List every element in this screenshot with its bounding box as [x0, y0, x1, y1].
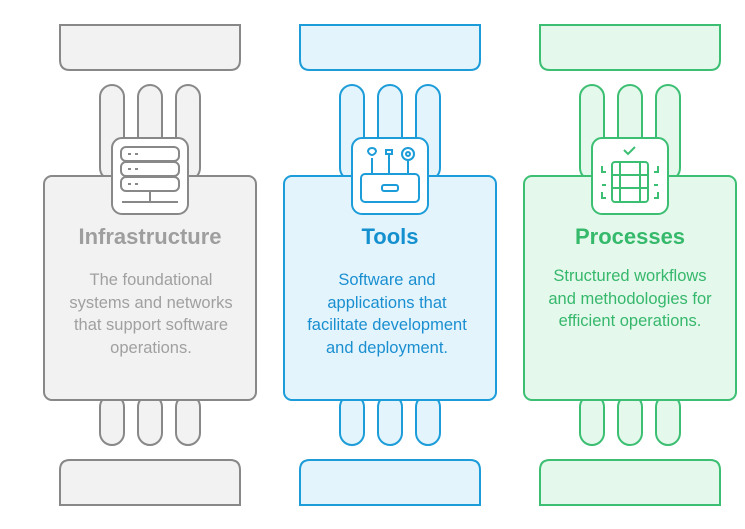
pillar-base	[539, 459, 721, 506]
pillar-flute	[579, 394, 605, 446]
pillar-description-processes: Structured workflows and methodologies f…	[548, 267, 712, 330]
toolbox-icon	[360, 147, 420, 203]
workflow-checklist-icon	[601, 146, 659, 203]
pillar-base	[299, 459, 481, 506]
pillar-flute	[339, 394, 365, 446]
icon-frame	[351, 137, 429, 215]
pillar-capital	[59, 24, 241, 71]
pillar-flute	[655, 394, 681, 446]
pillar-base	[59, 459, 241, 506]
pillar-flute	[175, 394, 201, 446]
pillar-capital	[539, 24, 721, 71]
pillar-title-infrastructure: Infrastructure	[78, 224, 222, 249]
pillar-flute	[617, 394, 643, 446]
pillar-title-tools: Tools	[361, 224, 419, 249]
pillar-processes	[523, 24, 737, 506]
pillar-tools	[283, 24, 497, 506]
pillar-title-processes: Processes	[574, 224, 686, 249]
pillar-flute	[415, 394, 441, 446]
pillar-flute	[377, 394, 403, 446]
pillar-capital	[299, 24, 481, 71]
pillar-description-infrastructure: The foundational systems and networks th…	[69, 271, 233, 357]
pillar-description-tools: Software and applications that facilitat…	[307, 271, 467, 357]
pillar-flute	[137, 394, 163, 446]
server-icon	[120, 146, 180, 203]
pillar-flute	[99, 394, 125, 446]
pillar-infrastructure	[43, 24, 257, 506]
